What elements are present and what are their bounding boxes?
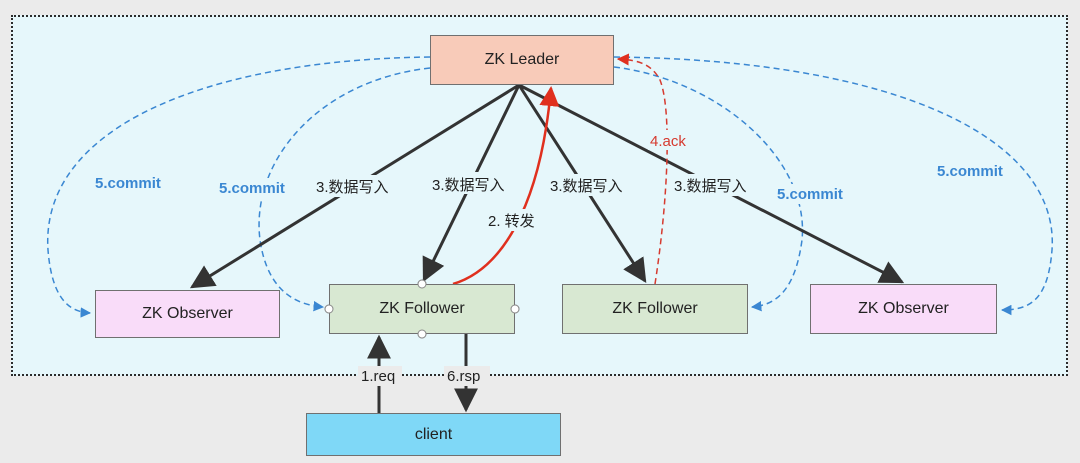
ack-label: 4.ack xyxy=(650,133,686,150)
write-label-2: 3.数据写入 xyxy=(432,177,505,194)
zk-follower-right-label: ZK Follower xyxy=(612,300,698,317)
client-node[interactable]: client xyxy=(306,413,561,456)
write-label-1: 3.数据写入 xyxy=(316,179,389,196)
ack-arrow xyxy=(616,53,668,285)
zk-follower-left-node[interactable]: ZK Follower xyxy=(329,284,515,334)
commit-arrow-follower-left xyxy=(258,67,431,312)
commit-label-4: 5.commit xyxy=(937,163,1003,180)
zk-observer-left-node[interactable]: ZK Observer xyxy=(95,290,280,338)
commit-label-2: 5.commit xyxy=(219,180,285,197)
zk-observer-right-node[interactable]: ZK Observer xyxy=(810,284,997,334)
zk-observer-left-label: ZK Observer xyxy=(142,305,233,322)
forward-label: 2. 转发 xyxy=(488,213,535,230)
request-label: 1.req xyxy=(361,368,395,385)
write-label-3: 3.数据写入 xyxy=(550,178,623,195)
commit-arrow-follower-right xyxy=(613,66,804,312)
zk-follower-right-node[interactable]: ZK Follower xyxy=(562,284,748,334)
write-label-4: 3.数据写入 xyxy=(674,178,747,195)
zk-follower-left-label: ZK Follower xyxy=(379,300,465,317)
commit-arrow-observer-right xyxy=(613,56,1053,316)
commit-label-1: 5.commit xyxy=(95,175,161,192)
zk-leader-node[interactable]: ZK Leader xyxy=(430,35,614,85)
commit-arrow-observer-left xyxy=(47,56,431,318)
commit-label-3: 5.commit xyxy=(777,186,843,203)
zk-leader-label: ZK Leader xyxy=(484,51,560,68)
zk-observer-right-label: ZK Observer xyxy=(858,300,949,317)
client-label: client xyxy=(414,425,453,443)
response-label: 6.rsp xyxy=(447,368,480,385)
